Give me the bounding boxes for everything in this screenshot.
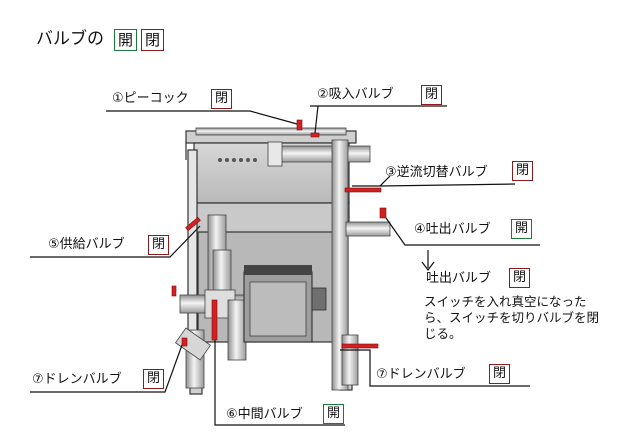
valve-3-state: 閉 [512,161,534,181]
valve-7-left-label: ⑦ドレンバルブ [32,372,122,387]
valve-handles [171,119,387,349]
valve-5-label: ⑤供給バルブ [48,237,125,252]
valve-7-right-label: ⑦ドレンバルブ [376,367,466,382]
valve-3-label: ③逆流切替バルブ [385,165,488,180]
legend-title: バルブの [36,29,104,49]
valve-2-state: 閉 [421,85,443,105]
leader-lines [30,105,540,426]
legend-open-badge: 開 [114,29,138,51]
instruction-note: スイッチを入れ真空になったら、スイッチを切りバルブを閉じる。 [424,294,600,341]
valve-4-label: ④吐出バルブ [414,222,491,237]
valve-7-left-state: 閉 [143,369,165,389]
valve-4-state: 開 [511,219,533,239]
valve-1-label: ①ピーコック [112,91,189,106]
valve-5-state: 閉 [148,235,170,255]
discharge-valve-label: 吐出バルブ [426,271,492,286]
valve-1-state: 閉 [211,89,233,109]
valve-6-state: 開 [323,404,345,424]
valve-7-right-state: 閉 [489,364,511,384]
valve-6-label: ⑥中間バルブ [226,407,303,422]
valve-2-label: ②吸入バルブ [317,87,394,102]
discharge-valve-state: 閉 [509,268,531,288]
legend-closed-badge: 閉 [141,29,165,51]
vent-dots [218,158,257,162]
